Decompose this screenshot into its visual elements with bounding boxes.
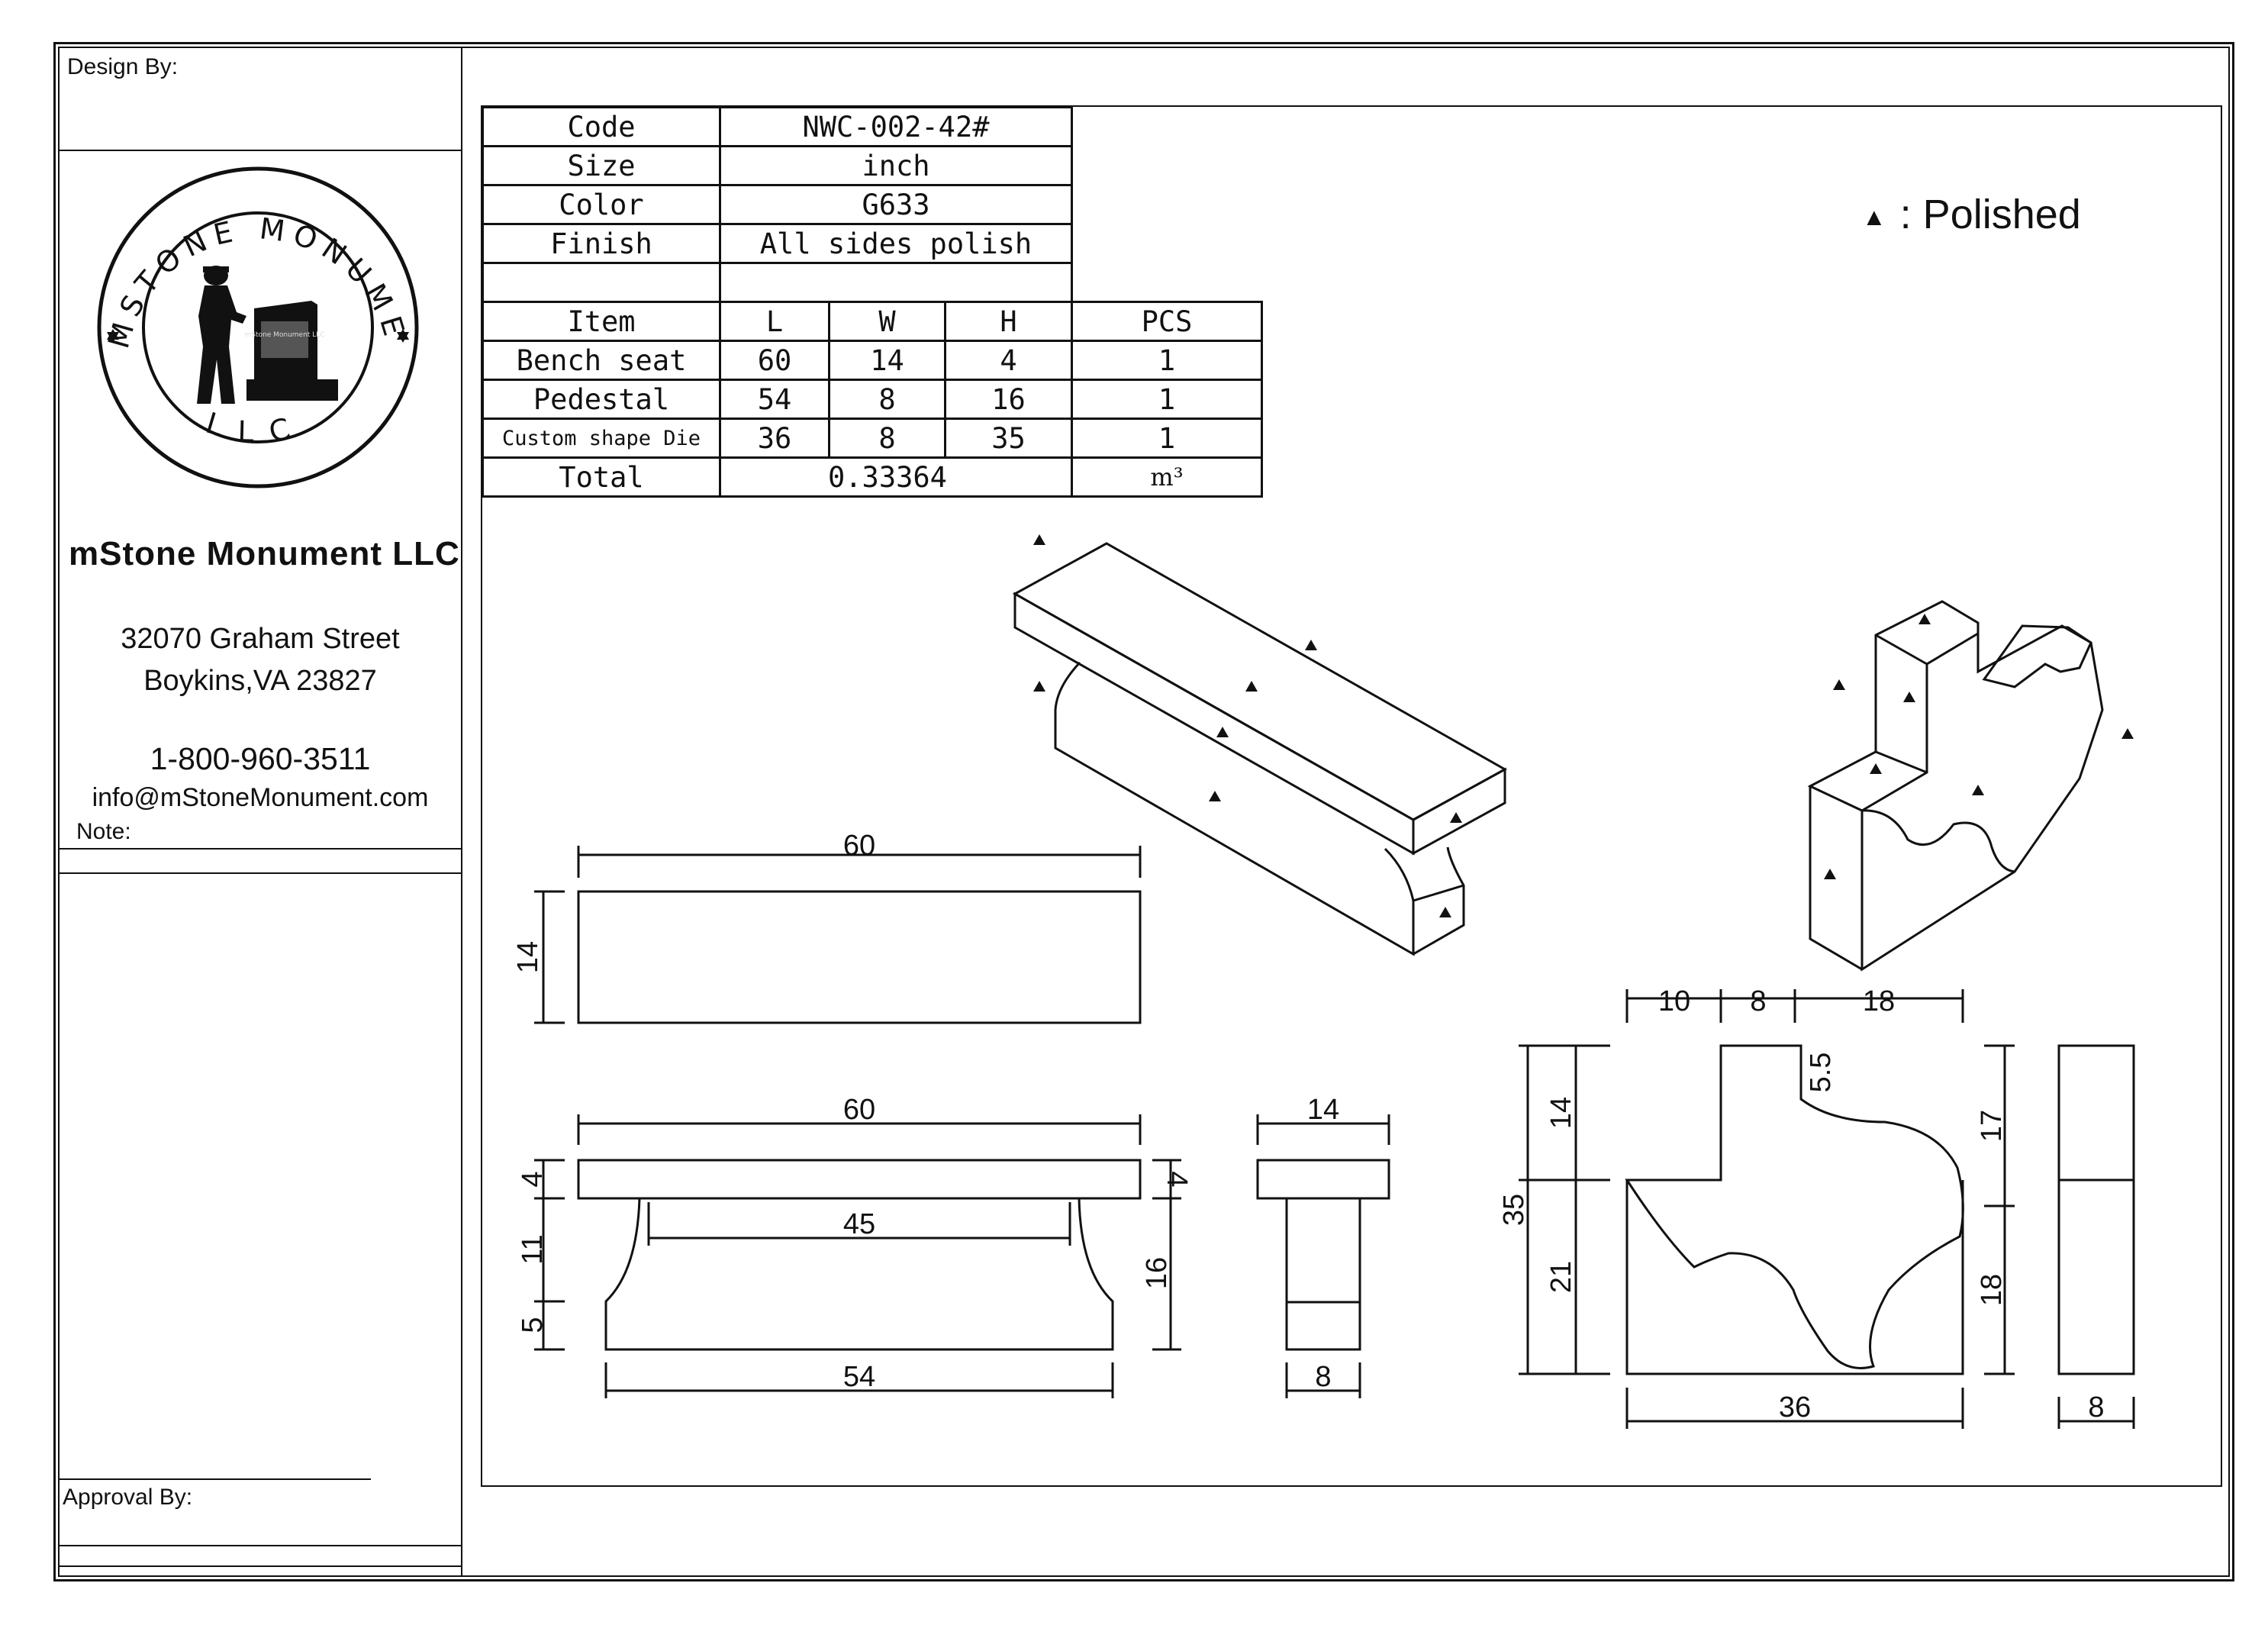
code-value: NWC-002-42# [719,106,1073,147]
dim-die-right-upper: 17 [1976,1110,2008,1142]
dim-die-top-c: 18 [1863,985,1895,1017]
row-item: Bench seat [482,340,721,381]
email-address: info@mStoneMonument.com [92,783,429,812]
bench-side-view [1256,1114,1390,1398]
divider [58,1478,371,1480]
row-w: 8 [828,379,946,420]
dim-seat-height: 4 [517,1171,549,1187]
dim-side-width: 14 [1307,1094,1339,1126]
dim-die-top-b: 8 [1750,985,1766,1017]
total-value: 0.33364 [719,456,1073,498]
row-h: 16 [944,379,1073,420]
logo-stone-text: mStone Monument LLC [244,331,324,339]
divider [58,150,462,151]
row-w: 8 [828,418,946,459]
dim-die-total-height: 35 [1498,1194,1530,1226]
title-block-sidebar: Design By: MSTONE MONUMENT LLC mSt [58,47,462,1577]
address-line-1: 32070 Graham Street [121,623,400,655]
table-row: Code NWC-002-42# [482,106,1262,147]
dim-top-length: 60 [843,830,875,862]
bench-isometric-view [1012,542,1508,956]
table-row: Size inch [482,145,1262,186]
dim-side-base: 8 [1315,1361,1331,1393]
table-row: Finish All sides polish [482,223,1262,264]
table-row: Pedestal 54 8 16 1 [482,379,1263,420]
row-pcs: 1 [1071,418,1263,459]
row-w: 14 [828,340,946,381]
polished-triangle-icon: ▲ [1862,203,1886,231]
dim-seat-height-right: 4 [1161,1171,1193,1187]
die-side-view [2057,1044,2135,1429]
dim-front-inner: 45 [843,1208,875,1240]
finish-value: All sides polish [719,223,1073,264]
table-header-row: Item L W H PCS [482,301,1263,342]
dim-pedestal-height: 16 [1141,1257,1173,1289]
divider [58,1545,462,1546]
color-label: Color [482,184,721,225]
drawing-border [481,105,2222,1487]
row-h: 4 [944,340,1073,381]
dim-top-width: 14 [512,941,544,973]
header-l: L [719,301,830,342]
polished-markers [1033,534,2134,917]
row-l: 60 [719,340,830,381]
table-row: Bench seat 60 14 4 1 [482,340,1263,381]
divider [58,848,462,850]
approval-label: Approval By: [63,1485,193,1510]
design-by-label: Design By: [67,54,179,79]
company-name: mStone Monument LLC [69,535,460,572]
dim-die-right-lower: 18 [1976,1274,2008,1306]
outer-frame [53,42,2234,1581]
dim-mid-height: 11 [517,1234,549,1264]
header-pcs: PCS [1071,301,1263,342]
polished-legend: ▲ : Polished [1862,191,2081,238]
header-h: H [944,301,1073,342]
table-row: Color G633 [482,184,1262,225]
phone-number: 1-800-960-3511 [150,741,371,776]
row-pcs: 1 [1071,379,1263,420]
dim-die-length: 36 [1779,1391,1811,1423]
polished-legend-text: : Polished [1899,192,2081,237]
table-row: Custom shape Die 36 8 35 1 [482,418,1263,459]
row-l: 54 [719,379,830,420]
total-label: Total [482,456,721,498]
die-isometric-view [1807,600,2104,972]
divider [58,1565,462,1567]
finish-label: Finish [482,223,721,264]
dim-low-height: 5 [517,1317,549,1333]
color-value: G633 [719,184,1073,225]
dim-die-notch: 5.5 [1805,1053,1837,1093]
header-item: Item [482,301,721,342]
size-label: Size [482,145,721,186]
bench-top-view [534,846,1142,1024]
row-pcs: 1 [1071,340,1263,381]
dim-front-length: 60 [843,1094,875,1126]
row-item: Custom shape Die [482,418,721,459]
header-w: W [828,301,946,342]
total-unit: m³ [1071,456,1263,498]
dim-front-base: 54 [843,1361,875,1393]
dim-die-side-width: 8 [2088,1391,2104,1423]
spec-table: Code NWC-002-42# Size inch Color G633 Fi… [482,106,1263,498]
bench-front-view [534,1114,1181,1398]
divider [58,872,462,874]
company-logo: MSTONE MONUMENT LLC mStone Monument LLC [90,160,419,488]
row-item: Pedestal [482,379,721,420]
die-front-view [1519,989,2015,1429]
table-row [482,262,1262,303]
inner-frame [58,47,2230,1577]
table-row: Total 0.33364 m³ [482,456,1263,498]
code-label: Code [482,106,721,147]
dim-die-top-a: 10 [1658,985,1690,1017]
dim-die-upper-height: 14 [1545,1097,1577,1129]
size-value: inch [719,145,1073,186]
row-h: 35 [944,418,1073,459]
note-label: Note: [76,819,131,844]
dim-die-lower-height: 21 [1545,1261,1577,1293]
address-line-2: Boykins,VA 23827 [143,665,377,697]
row-l: 36 [719,418,830,459]
